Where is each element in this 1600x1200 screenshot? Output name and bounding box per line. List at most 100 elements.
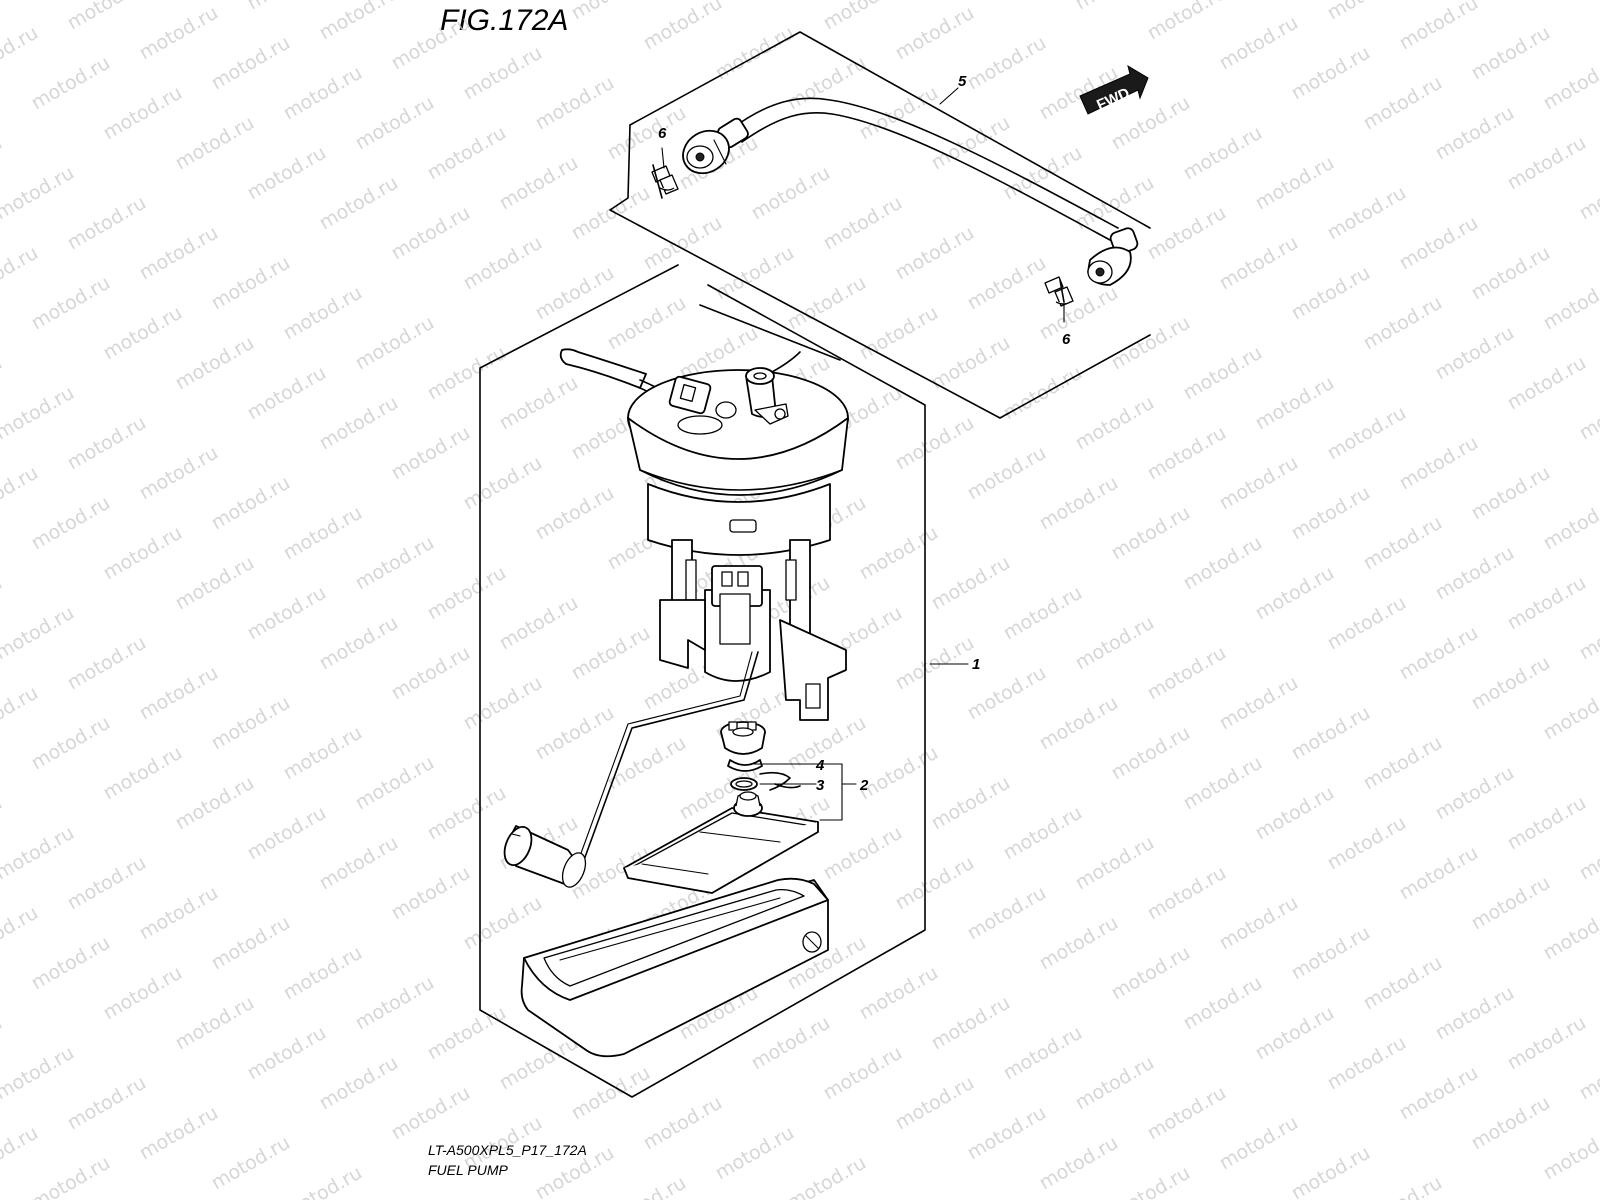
watermark-text: motod.ru <box>1036 692 1122 755</box>
hose-connector-bottom <box>1087 227 1139 286</box>
watermark-text: motod.ru <box>244 142 330 205</box>
watermark-text: motod.ru <box>0 682 42 745</box>
watermark-text: motod.ru <box>136 2 222 65</box>
watermark-text: motod.ru <box>1000 582 1086 645</box>
watermark-text: motod.ru <box>1072 1052 1158 1115</box>
watermark-text: motod.ru <box>1396 212 1482 275</box>
watermark-text: motod.ru <box>964 882 1050 945</box>
watermark-text: motod.ru <box>1540 272 1600 335</box>
fuel-pump-body <box>503 348 849 888</box>
watermark-text: motod.ru <box>244 802 330 865</box>
callout-1: 1 <box>972 656 980 673</box>
watermark-text: motod.ru <box>1252 372 1338 435</box>
watermark-text: motod.ru <box>0 462 42 525</box>
watermark-text: motod.ru <box>1036 1132 1122 1195</box>
watermark-text: motod.ru <box>1360 72 1446 135</box>
watermark-text: motod.ru <box>820 822 906 885</box>
callout-4: 4 <box>815 757 825 774</box>
watermark-text: motod.ru <box>1504 572 1590 635</box>
watermark-text: motod.ru <box>604 1172 690 1200</box>
watermark-text: motod.ru <box>1288 482 1374 545</box>
watermark-text: motod.ru <box>424 342 510 405</box>
watermark-text: motod.ru <box>280 282 366 345</box>
watermark-text: motod.ru <box>568 622 654 685</box>
watermark-text: motod.ru <box>1360 952 1446 1015</box>
watermark-text: motod.ru <box>1072 612 1158 675</box>
watermark-text: motod.ru <box>1540 902 1600 965</box>
watermark-text: motod.ru <box>1000 1022 1086 1085</box>
watermark-text: motod.ru <box>424 1002 510 1065</box>
watermark-text: motod.ru <box>352 312 438 375</box>
watermark-text: motod.ru <box>892 2 978 65</box>
watermark-text: motod.ru <box>1288 1142 1374 1200</box>
watermark-text: motod.ru <box>1576 382 1600 445</box>
watermark-text: motod.ru <box>1324 402 1410 465</box>
watermark-text: motod.ru <box>208 1132 294 1195</box>
watermark-text: motod.ru <box>100 742 186 805</box>
watermark-text: motod.ru <box>1252 782 1338 845</box>
watermark-text: motod.ru <box>964 252 1050 315</box>
watermark-text: motod.ru <box>28 712 114 775</box>
watermark-text: motod.ru <box>172 332 258 395</box>
o-ring <box>730 777 758 791</box>
hose-frame <box>609 31 1151 419</box>
watermark-text: motod.ru <box>892 412 978 475</box>
pump-seal-stack <box>720 721 766 772</box>
watermark-text: motod.ru <box>820 192 906 255</box>
watermark-text: motod.ru <box>568 182 654 245</box>
watermark-text: motod.ru <box>1540 52 1600 115</box>
watermark-text: motod.ru <box>496 1032 582 1095</box>
watermark-text: motod.ru <box>1576 0 1600 4</box>
watermark-text: motod.ru <box>1180 752 1266 815</box>
watermark-text: motod.ru <box>1540 492 1600 555</box>
figure-title: FIG.172A <box>440 4 569 37</box>
watermark-text: motod.ru <box>1216 232 1302 295</box>
watermark-text: motod.ru <box>820 1042 906 1105</box>
watermark-text: motod.ru <box>496 372 582 435</box>
watermark-text: motod.ru <box>280 502 366 565</box>
callout-2: 2 <box>859 777 869 794</box>
watermark-text: motod.ru <box>1180 342 1266 405</box>
watermark-text: motod.ru <box>136 882 222 945</box>
watermark-text: motod.ru <box>1432 322 1518 385</box>
fuel-filter <box>623 791 819 894</box>
watermark-text: motod.ru <box>1216 12 1302 75</box>
watermark-text: motod.ru <box>28 1152 114 1200</box>
watermark-text: motod.ru <box>1360 292 1446 355</box>
watermark-text: motod.ru <box>1396 0 1482 54</box>
watermark-text: motod.ru <box>0 602 78 665</box>
watermark-text: motod.ru <box>100 962 186 1025</box>
watermark-text: motod.ru <box>0 242 42 305</box>
watermark-text: motod.ru <box>316 172 402 235</box>
watermark-text: motod.ru <box>712 22 798 85</box>
watermark-text: motod.ru <box>1576 162 1600 225</box>
watermark-text: motod.ru <box>1216 672 1302 735</box>
watermark-text: motod.ru <box>208 692 294 755</box>
watermark-text: motod.ru <box>1252 562 1338 625</box>
watermark-text: motod.ru <box>748 1012 834 1075</box>
watermark-text: motod.ru <box>316 612 402 675</box>
watermark-text: motod.ru <box>856 742 942 805</box>
watermark-text: motod.ru <box>1252 152 1338 215</box>
watermark-text: motod.ru <box>1144 642 1230 705</box>
watermark-text: motod.ru <box>1504 792 1590 855</box>
hose-clamp-top <box>651 164 679 199</box>
watermark-text: motod.ru <box>64 412 150 475</box>
fuel-reservoir-cup <box>520 877 829 1058</box>
watermark-text: motod.ru <box>1468 242 1554 305</box>
watermark-text: motod.ru <box>1540 682 1600 745</box>
watermark-text: motod.ru <box>748 162 834 225</box>
fuel-hose <box>682 97 1139 286</box>
watermark-text: motod.ru <box>0 352 6 415</box>
watermark-text: motod.ru <box>1432 982 1518 1045</box>
watermark-text: motod.ru <box>0 132 6 195</box>
watermark-text: motod.ru <box>784 1152 870 1200</box>
watermark-text: motod.ru <box>64 1072 150 1135</box>
watermark-text: motod.ru <box>0 382 78 445</box>
pump-assembly-frame <box>479 264 926 1098</box>
watermark-text: motod.ru <box>1468 462 1554 525</box>
watermark-text: motod.ru <box>424 562 510 625</box>
watermark-text: motod.ru <box>388 12 474 75</box>
watermark-text: motod.ru <box>1504 1012 1590 1075</box>
watermark-text: motod.ru <box>136 442 222 505</box>
